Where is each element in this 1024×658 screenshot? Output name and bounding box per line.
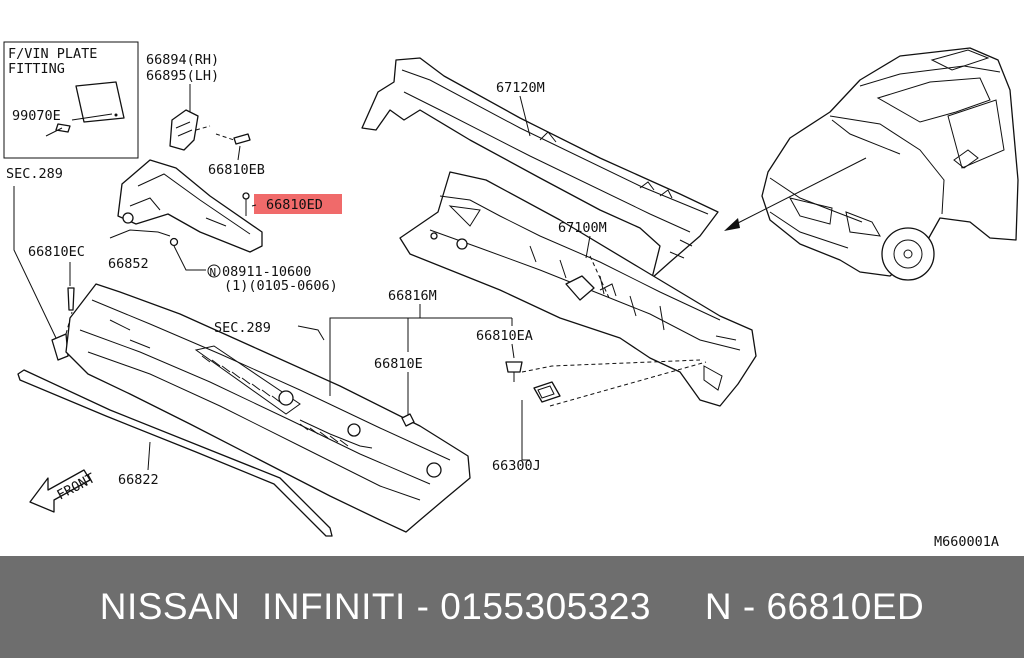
vin-plate	[75, 81, 125, 123]
label-66810EA: 66810EA	[476, 328, 533, 344]
vin-plate-inset: F/VIN PLATE FITTING 99070E	[3, 41, 139, 159]
label-66810ED: 66810ED	[266, 197, 323, 213]
diagram-code: M660001A	[934, 534, 999, 550]
clip-66810E	[401, 413, 415, 427]
cowl-side-bracket	[117, 159, 263, 253]
bolt-symbol: N	[207, 264, 221, 279]
label-66300J: 66300J	[492, 458, 541, 474]
hood-seal-bracket	[169, 109, 211, 151]
highlight-66810ED	[254, 194, 342, 214]
label-bolt: 08911-10600	[222, 264, 311, 280]
label-66816M: 66816M	[388, 288, 437, 304]
cowl-upper-panel-67120M	[361, 57, 719, 279]
cowl-top-cover-66816M	[65, 283, 471, 533]
label-67100M: 67100M	[558, 220, 607, 236]
label-66852: 66852	[108, 256, 149, 272]
label-66822: 66822	[118, 472, 159, 488]
location-arrow	[724, 157, 867, 231]
front-arrow: FRONT	[29, 469, 98, 513]
cowl-lower-panel-67100M	[399, 171, 757, 407]
clip-66810ED	[242, 192, 257, 216]
clip-66810EB	[215, 133, 251, 161]
label-bolt-qty: (1)(0105-0606)	[224, 278, 338, 294]
grommet-66810EA	[505, 361, 523, 382]
label-sec289-left: SEC.289	[6, 166, 63, 182]
label-66810E: 66810E	[374, 356, 423, 372]
label-66894: 66894(RH)	[146, 52, 219, 68]
inset-title-line2: FITTING	[8, 61, 65, 77]
inset-title-line1: F/VIN PLATE	[8, 46, 97, 62]
rivet	[45, 123, 71, 137]
label-66810EB: 66810EB	[208, 162, 265, 178]
label-67120M: 67120M	[496, 80, 545, 96]
parts-diagram: F/VIN PLATE FITTING 99070E 66894(RH) 668…	[3, 41, 1019, 550]
inset-part-label: 99070E	[12, 108, 61, 124]
clip-66810EC	[51, 287, 75, 361]
vehicle-illustration	[761, 47, 1019, 281]
seal-66300J	[533, 381, 561, 403]
label-66810EC: 66810EC	[28, 244, 85, 260]
label-sec289-mid: SEC.289	[214, 320, 271, 336]
footer-text: NISSAN INFINITI - 0155305323 N - 66810ED	[99, 586, 925, 627]
footer-bar: NISSAN INFINITI - 0155305323 N - 66810ED	[0, 556, 1024, 658]
label-66895: 66895(LH)	[146, 68, 219, 84]
weatherstrip-66822	[17, 369, 333, 537]
bolt-symbol-letter: N	[210, 266, 217, 279]
